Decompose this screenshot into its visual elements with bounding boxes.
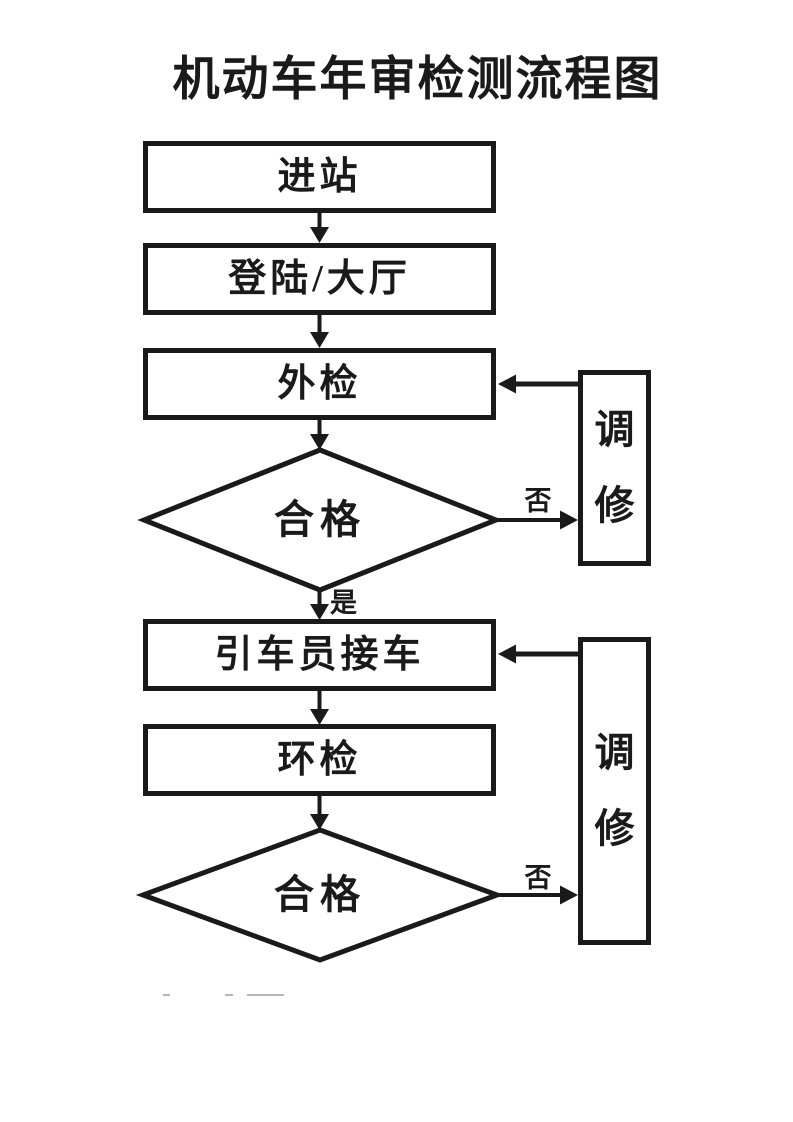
arrow-repair2-to-driver [498,644,578,664]
decision2-diamond [135,827,505,963]
node-external-inspection: 外检 [143,348,496,420]
page-title: 机动车年审检测流程图 [172,52,663,105]
node-decision1-label: 合格 [274,497,366,542]
node-login-hall: 登陆/大厅 [143,243,496,315]
scan-artifact-line [247,994,284,996]
node-driver-pickup-label: 引车员接车 [214,634,425,676]
arrow-decision2-to-repair2 [498,885,578,905]
node-repair-2: 调 修 [578,637,651,945]
node-repair-1-char-1: 调 [594,407,635,452]
node-external-inspection-label: 外检 [277,363,362,405]
arrow-decision1-to-driver [310,590,329,620]
node-environmental-inspection: 环检 [143,724,496,796]
node-repair-2-char-2: 修 [594,806,635,851]
arrow-login-to-external [310,314,329,348]
node-enter-station: 进站 [143,141,496,213]
edge-label-no-2: 否 [524,863,552,893]
arrow-enter-to-login [310,212,329,243]
node-enter-station-label: 进站 [277,156,362,198]
node-environmental-inspection-label: 环检 [277,739,362,781]
node-driver-pickup: 引车员接车 [143,619,496,691]
scan-artifact-dash [163,994,170,996]
node-repair-2-char-1: 调 [594,730,635,775]
node-repair-1: 调 修 [578,370,651,566]
scan-artifact-dash [225,994,233,996]
arrow-repair1-to-external [498,374,578,394]
arrow-env-to-decision2 [310,796,329,830]
edge-label-yes: 是 [330,588,357,618]
node-login-hall-label: 登陆/大厅 [228,258,411,300]
edge-label-no-1: 否 [524,486,552,516]
arrow-decision1-to-repair1 [496,510,578,530]
node-repair-1-char-2: 修 [594,483,635,528]
node-decision2-label: 合格 [274,872,366,917]
arrow-driver-to-env [310,691,329,725]
arrow-external-to-decision1 [310,420,329,450]
